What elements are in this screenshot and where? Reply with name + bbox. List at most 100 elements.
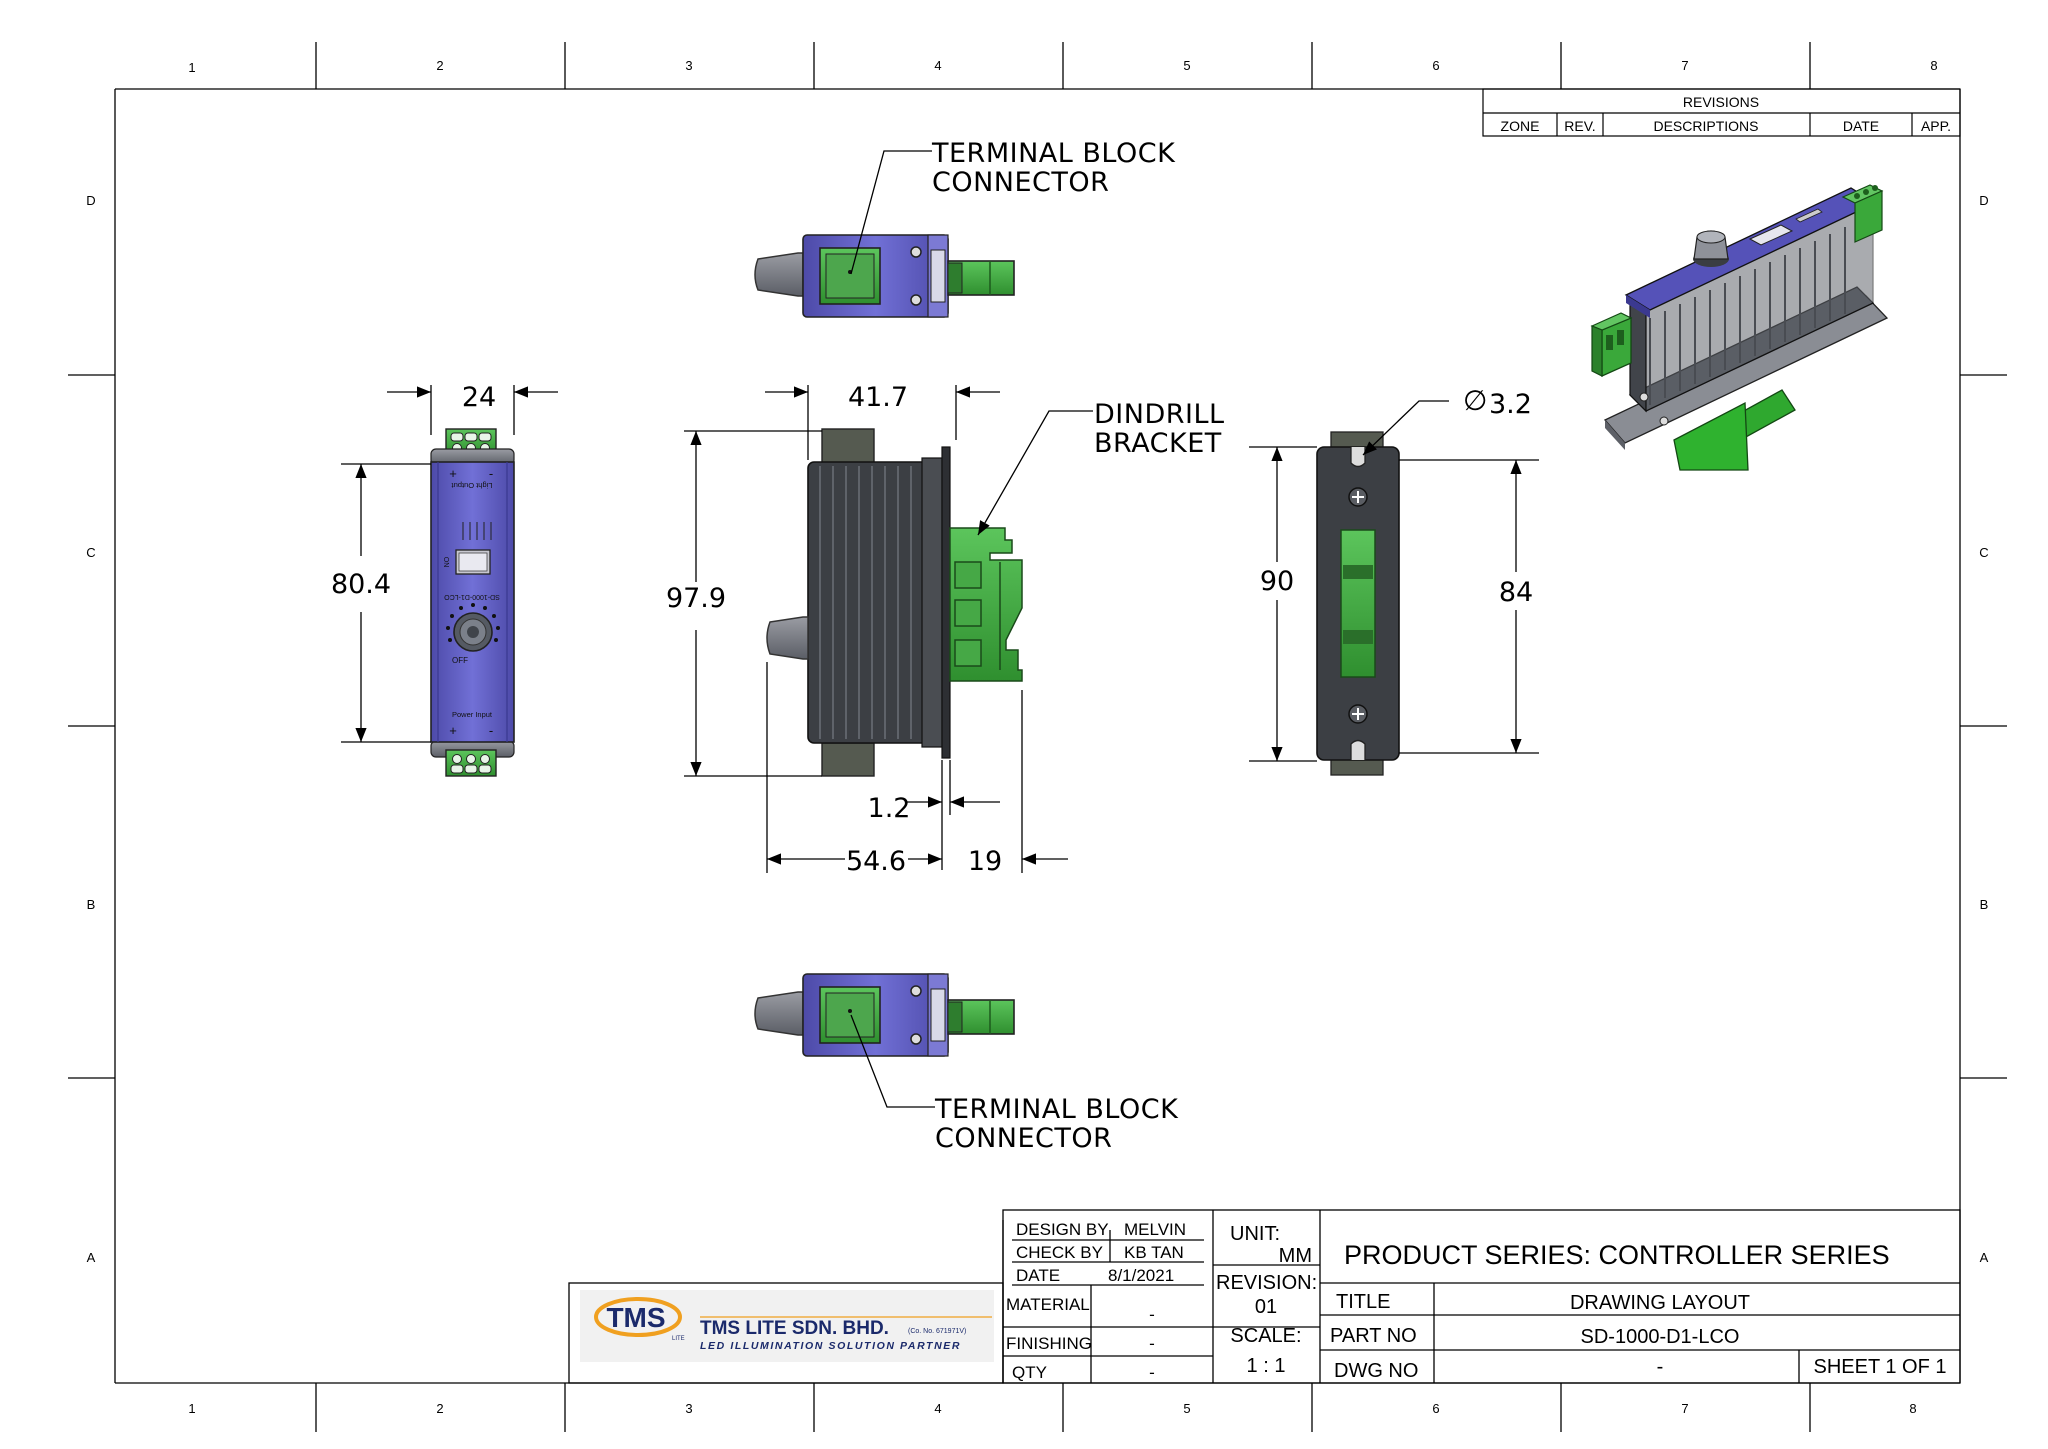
- revisions-header-app: APP.: [1921, 118, 1951, 134]
- zone-col-3: 3: [685, 58, 692, 73]
- zone-col-7-bottom: 7: [1681, 1401, 1688, 1416]
- tb-design-by: MELVIN: [1124, 1220, 1186, 1239]
- front-view-plus-bottom: +: [449, 723, 457, 738]
- tb-finishing-label: FINISHING: [1006, 1334, 1092, 1353]
- revisions-header-rev: REV.: [1564, 118, 1595, 134]
- tb-dwg-no-label: DWG NO: [1334, 1360, 1418, 1382]
- dim-front-width: 24: [462, 382, 496, 413]
- tb-dwg-no: -: [1657, 1356, 1664, 1378]
- side-view-terminal-top: [821, 428, 875, 464]
- front-view-power-input: Power Input: [452, 710, 493, 719]
- dim-side-depth-bottom: 54.6: [846, 846, 906, 877]
- front-view-on-label: ON: [442, 557, 449, 568]
- rear-view: [1316, 431, 1400, 776]
- tb-title: DRAWING LAYOUT: [1570, 1292, 1750, 1314]
- zone-row-b-right: B: [1980, 897, 1989, 912]
- zone-col-4: 4: [934, 58, 941, 73]
- zone-row-b: B: [87, 897, 96, 912]
- company-logo-text: TMS: [606, 1302, 665, 1333]
- dim-rear-height-outer: 90: [1260, 566, 1294, 597]
- top-view-knob: [754, 252, 804, 297]
- tb-date-label: DATE: [1016, 1266, 1060, 1285]
- company-logo-sub: LITE: [672, 1336, 685, 1342]
- tb-scale: 1 : 1: [1247, 1355, 1286, 1377]
- bottom-view: [754, 973, 1015, 1057]
- side-view-din-bracket: [949, 527, 1023, 682]
- zone-row-c: C: [86, 545, 95, 560]
- zone-col-8-bottom: 8: [1909, 1401, 1916, 1416]
- front-view-model: SD-1000-D1-LCO: [444, 593, 500, 600]
- tb-revision-label: REVISION:: [1216, 1272, 1317, 1294]
- tb-material-label: MATERIAL: [1006, 1295, 1090, 1314]
- title-block-text: DESIGN BY MELVIN CHECK BY KB TAN DATE 8/…: [1006, 1220, 1947, 1382]
- zone-col-3-bottom: 3: [685, 1401, 692, 1416]
- company-logo-mark: [594, 1297, 682, 1337]
- zone-row-d-right: D: [1979, 193, 1988, 208]
- revisions-header-zone: ZONE: [1501, 118, 1540, 134]
- zone-row-a: A: [87, 1250, 96, 1265]
- side-view-dimensions: [684, 385, 1068, 873]
- front-view-dial-scale: [446, 603, 500, 642]
- callout-terminal-bottom-line2: CONNECTOR: [935, 1123, 1112, 1154]
- zone-col-8: 8: [1930, 58, 1937, 73]
- callout-terminal-bottom-line1: TERMINAL BLOCK: [934, 1094, 1179, 1125]
- zone-col-6-bottom: 6: [1432, 1401, 1439, 1416]
- tb-check-by: KB TAN: [1124, 1243, 1184, 1262]
- tb-qty-label: QTY: [1012, 1363, 1047, 1382]
- company-reg: (Co. No. 671971V): [908, 1328, 966, 1335]
- rear-view-dimensions: [1249, 400, 1539, 762]
- front-view-dip-legend: [462, 522, 492, 540]
- rear-view-din-clip: [1340, 529, 1376, 678]
- callout-terminal-top-line2: CONNECTOR: [932, 167, 1109, 198]
- company-logo-block: TMS LITE TMS LITE SDN. BHD. (Co. No. 671…: [580, 1290, 994, 1362]
- tb-finishing: -: [1149, 1334, 1155, 1353]
- front-view-plus-top: +: [449, 466, 457, 481]
- zone-col-7: 7: [1681, 58, 1688, 73]
- zone-col-2-bottom: 2: [436, 1401, 443, 1416]
- zone-row-a-right: A: [1980, 1250, 1989, 1265]
- dim-rear-height-inner: 84: [1499, 577, 1533, 608]
- callout-terminal-top-line1: TERMINAL BLOCK: [931, 138, 1176, 169]
- front-view-minus-bottom: -: [489, 723, 493, 738]
- callout-dindrill-line2: BRACKET: [1094, 428, 1222, 459]
- revisions-title: REVISIONS: [1683, 94, 1759, 110]
- tb-unit: MM: [1279, 1245, 1312, 1267]
- dim-bracket-depth: 19: [968, 846, 1002, 877]
- tb-part-no-label: PART NO: [1330, 1325, 1417, 1347]
- revisions-header-date: DATE: [1843, 118, 1879, 134]
- zone-labels-right: D C B A: [1979, 193, 1988, 1265]
- front-view-housing: [430, 461, 515, 743]
- side-view-terminal-bottom: [821, 742, 875, 777]
- zone-row-d: D: [86, 193, 95, 208]
- front-view: + - Light Output ON SD-1000-D1-LCO OFF P…: [430, 428, 515, 777]
- tb-unit-label: UNIT:: [1230, 1223, 1280, 1245]
- front-view-off-label: OFF: [452, 656, 468, 665]
- tb-design-by-label: DESIGN BY: [1016, 1220, 1109, 1239]
- bottom-view-knob: [754, 991, 804, 1036]
- tb-check-by-label: CHECK BY: [1016, 1243, 1103, 1262]
- callout-dindrill: DINDRILL BRACKET: [977, 399, 1224, 536]
- zone-col-1-bottom: 1: [188, 1401, 195, 1416]
- callout-terminal-bottom: TERMINAL BLOCK CONNECTOR: [850, 1014, 1179, 1154]
- dim-side-height: 97.9: [666, 583, 726, 614]
- tb-revision: 01: [1255, 1296, 1277, 1318]
- tb-product-series: PRODUCT SERIES: CONTROLLER SERIES: [1344, 1240, 1890, 1270]
- tb-date: 8/1/2021: [1108, 1266, 1174, 1285]
- dim-hole-diameter: 3.2: [1489, 389, 1532, 420]
- company-tagline: LED ILLUMINATION SOLUTION PARTNER: [700, 1340, 961, 1352]
- revisions-header-descriptions: DESCRIPTIONS: [1653, 118, 1758, 134]
- top-view: [754, 234, 1015, 318]
- zone-labels-bottom: 1 2 3 4 5 6 7 8: [188, 1401, 1916, 1416]
- tb-qty: -: [1149, 1363, 1155, 1382]
- tb-sheet: SHEET 1 OF 1: [1813, 1356, 1946, 1378]
- isometric-view: [1590, 184, 1889, 471]
- zone-col-2: 2: [436, 58, 443, 73]
- front-view-light-output: Light Output: [451, 481, 493, 490]
- tb-scale-label: SCALE:: [1230, 1325, 1301, 1347]
- zone-labels-left: D C B A: [86, 193, 95, 1265]
- tb-part-no: SD-1000-D1-LCO: [1581, 1326, 1740, 1348]
- zone-col-4-bottom: 4: [934, 1401, 941, 1416]
- zone-col-5-bottom: 5: [1183, 1401, 1190, 1416]
- side-view-heatsink-fins: [819, 466, 912, 739]
